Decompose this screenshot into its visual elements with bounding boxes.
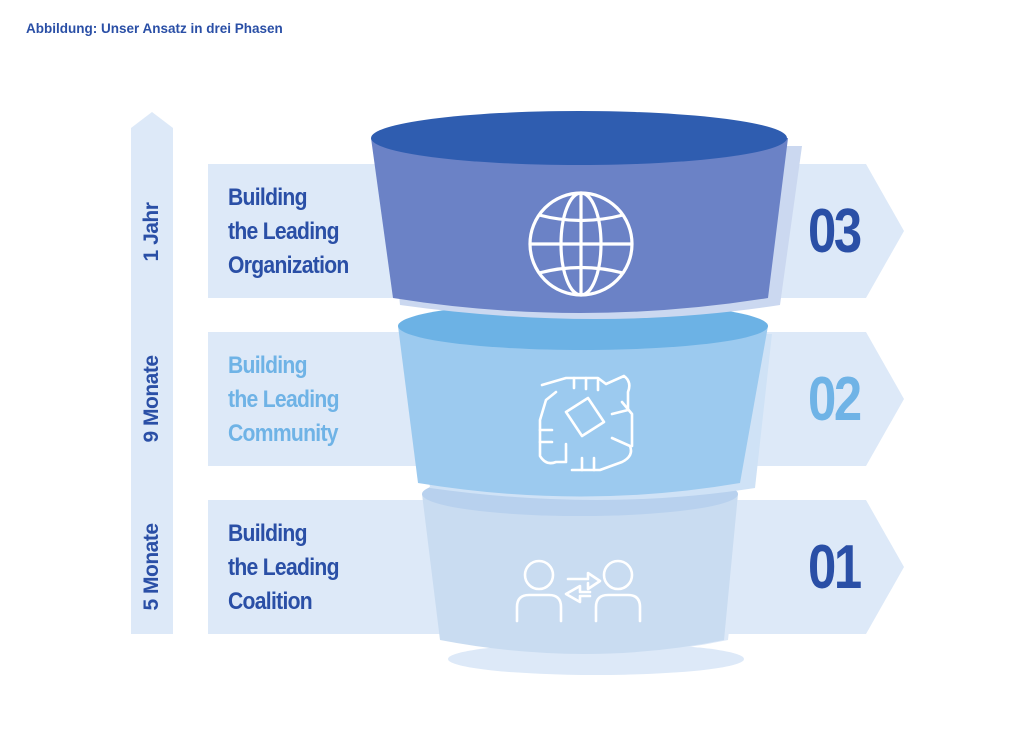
phase-title-03: Building the Leading Organization [228,181,349,283]
phase-number-02: 02 [808,365,862,434]
phase-title-01-line-1: Building [228,520,308,547]
globe-icon [528,191,634,297]
phase-number-01: 01 [808,533,862,602]
phase-title-02-line-2: the Leading [228,386,339,413]
phase-title-03-line-3: Organization [228,252,349,279]
funnel-segment-02 [398,302,772,500]
phase-title-03-line-2: the Leading [228,218,339,245]
phase-title-01-line-2: the Leading [228,554,339,581]
figure-caption: Abbildung: Unser Ansatz in drei Phasen [26,21,283,36]
phase-title-03-line-1: Building [228,184,308,211]
phase-title-02: Building the Leading Community [228,349,339,451]
funnel-segment-01 [422,472,744,675]
timeline-arrow [131,112,173,634]
phase-title-02-line-1: Building [228,352,308,379]
timeline-label-9-months: 9 Monate [140,355,163,443]
teamwork-hands-icon [538,374,634,472]
phase-title-02-line-3: Community [228,420,339,447]
timeline-label-1-year: 1 Jahr [140,202,163,262]
funnel-segment-03 [371,111,802,319]
people-exchange-icon [515,559,642,623]
phase-title-01-line-3: Coalition [228,588,313,615]
phase-title-01: Building the Leading Coalition [228,517,339,619]
timeline-label-5-months: 5 Monate [140,523,163,611]
phase-number-03: 03 [808,197,862,266]
